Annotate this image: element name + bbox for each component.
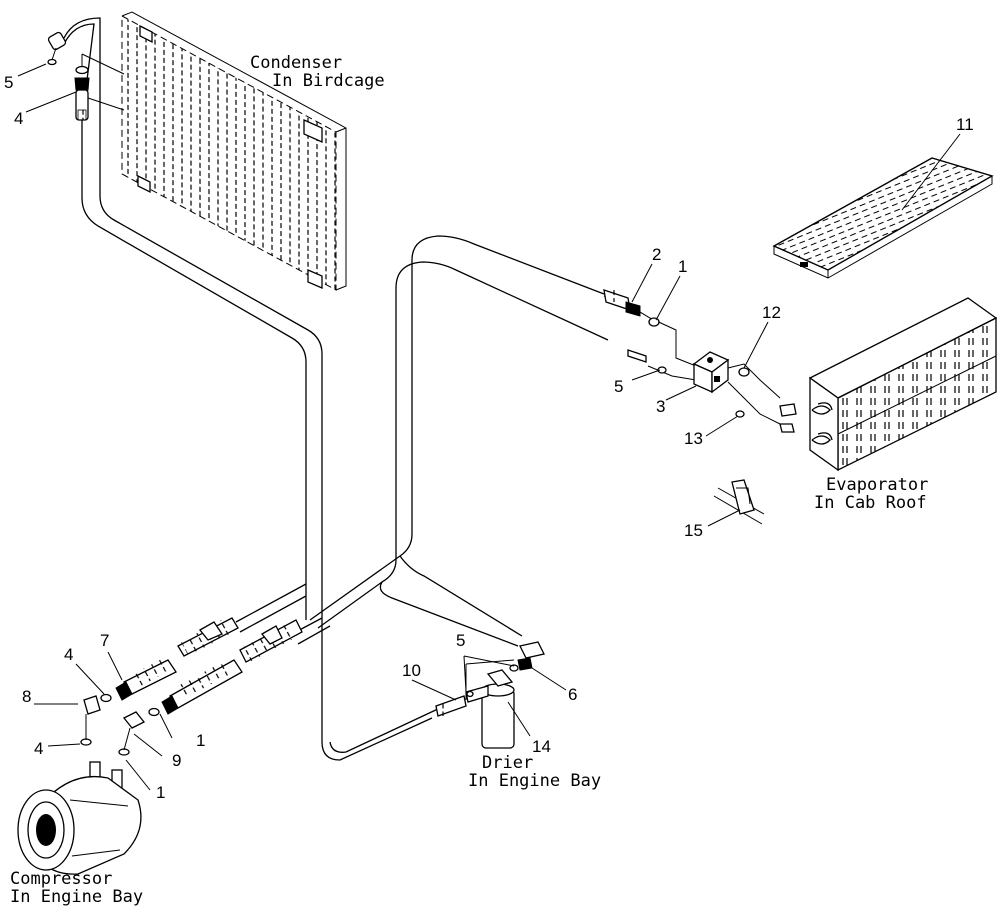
callout-11: 11 — [956, 115, 974, 134]
callout-15: 15 — [684, 521, 703, 540]
callout-7: 7 — [100, 631, 109, 650]
callout-8: 8 — [22, 687, 31, 706]
filter-panel — [772, 157, 994, 279]
compressor — [17, 695, 146, 875]
callout-5-mid: 5 — [614, 377, 623, 396]
callout-5-top: 5 — [4, 73, 13, 92]
callout-2: 2 — [652, 245, 661, 264]
callout-4-top: 4 — [14, 109, 23, 128]
callout-4-mid: 4 — [64, 645, 73, 664]
evaporator-label-line2: In Cab Roof — [814, 493, 927, 513]
callout-10: 10 — [402, 661, 421, 680]
drier-label-line1: Drier — [482, 753, 533, 773]
compressor-hose-fittings — [100, 617, 303, 717]
evaporator — [808, 297, 998, 472]
callout-14: 14 — [532, 737, 551, 756]
callouts: 5 4 11 2 1 12 5 3 13 15 7 4 8 4 1 9 1 5 … — [4, 63, 974, 802]
expansion-valve — [603, 288, 797, 433]
evaporator-label-line1: Evaporator — [826, 475, 928, 495]
top-left-fittings — [47, 31, 125, 121]
condenser-label-line2: In Birdcage — [272, 71, 385, 91]
callout-1-upper: 1 — [678, 257, 687, 276]
hose-evaporator-suction — [309, 235, 609, 647]
callout-9: 9 — [172, 751, 181, 770]
compressor-label-line2: In Engine Bay — [10, 887, 143, 907]
callout-13: 13 — [684, 429, 703, 448]
drier — [435, 641, 545, 749]
callout-1-mid: 1 — [196, 731, 205, 750]
callout-6: 6 — [568, 685, 577, 704]
callout-1-low: 1 — [156, 783, 165, 802]
hose-condenser-to-drier — [63, 17, 441, 761]
compressor-label-line1: Compressor — [10, 869, 112, 889]
callout-3: 3 — [656, 397, 665, 416]
callout-4-low: 4 — [34, 739, 43, 758]
grommet — [713, 479, 765, 525]
condenser-label-line1: Condenser — [250, 53, 342, 73]
condenser — [121, 11, 347, 291]
callout-12: 12 — [762, 303, 781, 322]
drier-label-line2: In Engine Bay — [468, 771, 601, 791]
callout-5-low: 5 — [456, 631, 465, 650]
